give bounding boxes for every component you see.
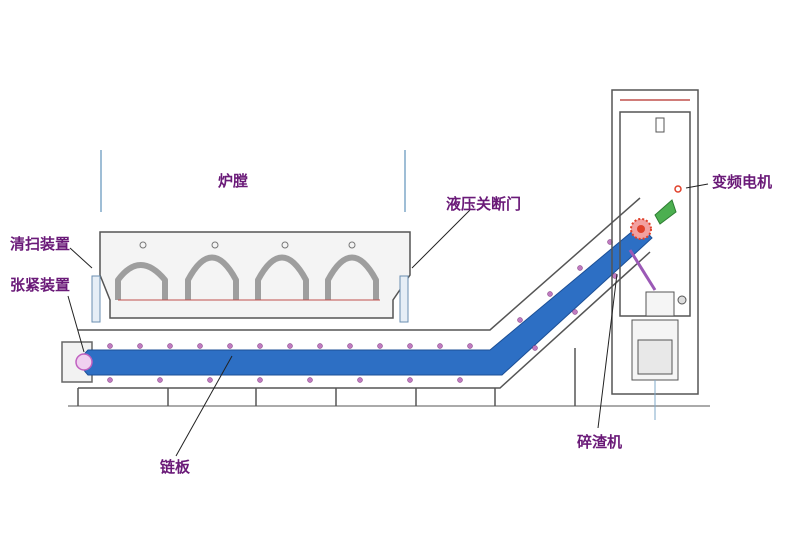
label-vfd-motor: 变频电机 — [712, 173, 772, 191]
leader-lines — [67, 183, 709, 457]
crusher-unit — [628, 249, 687, 420]
furnace-hangers — [100, 150, 406, 212]
label-crusher: 碎渣机 — [577, 433, 622, 451]
labels: 炉膛 液压关断门 清扫装置 张紧装置 链板 变频电机 碎渣机 — [10, 172, 772, 476]
label-hydraulic-gate: 液压关断门 — [446, 195, 521, 213]
label-cleaning-device: 清扫装置 — [10, 235, 70, 253]
label-chain-plate: 链板 — [160, 458, 191, 476]
vfd-motor — [654, 185, 682, 225]
tension-wheel — [75, 353, 93, 371]
label-furnace: 炉膛 — [218, 172, 248, 190]
chain-rollers — [107, 239, 618, 383]
drive-sprocket — [630, 218, 652, 240]
furnace-hopper — [91, 231, 411, 323]
support-legs — [68, 348, 710, 407]
label-tensioning-device: 张紧装置 — [10, 276, 70, 294]
